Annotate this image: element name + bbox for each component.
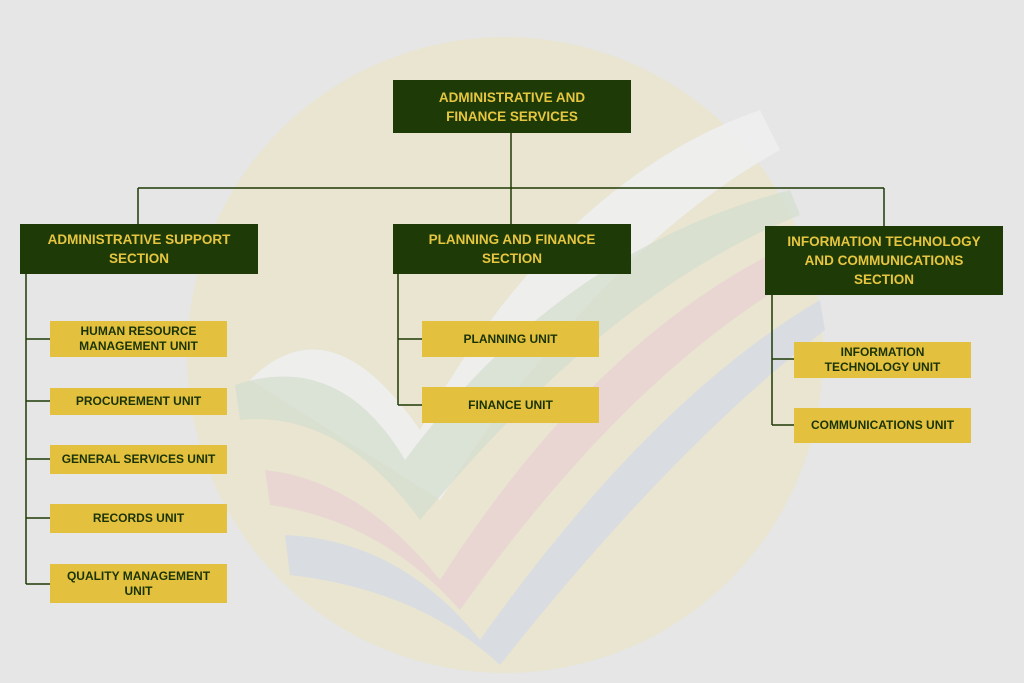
root-node: ADMINISTRATIVE AND FINANCE SERVICES [393, 80, 631, 133]
unit-finance: FINANCE UNIT [422, 387, 599, 423]
unit-communications: COMMUNICATIONS UNIT [794, 408, 971, 443]
section-information-technology: INFORMATION TECHNOLOGY AND COMMUNICATION… [765, 226, 1003, 295]
section-planning-and-finance: PLANNING AND FINANCE SECTION [393, 224, 631, 274]
unit-quality-management: QUALITY MANAGEMENT UNIT [50, 564, 227, 603]
section-administrative-support: ADMINISTRATIVE SUPPORT SECTION [20, 224, 258, 274]
unit-procurement: PROCUREMENT UNIT [50, 388, 227, 415]
unit-records: RECORDS UNIT [50, 504, 227, 533]
unit-general-services: GENERAL SERVICES UNIT [50, 445, 227, 474]
unit-planning: PLANNING UNIT [422, 321, 599, 357]
unit-information-technology: INFORMATION TECHNOLOGY UNIT [794, 342, 971, 378]
unit-human-resource-management: HUMAN RESOURCE MANAGEMENT UNIT [50, 321, 227, 357]
